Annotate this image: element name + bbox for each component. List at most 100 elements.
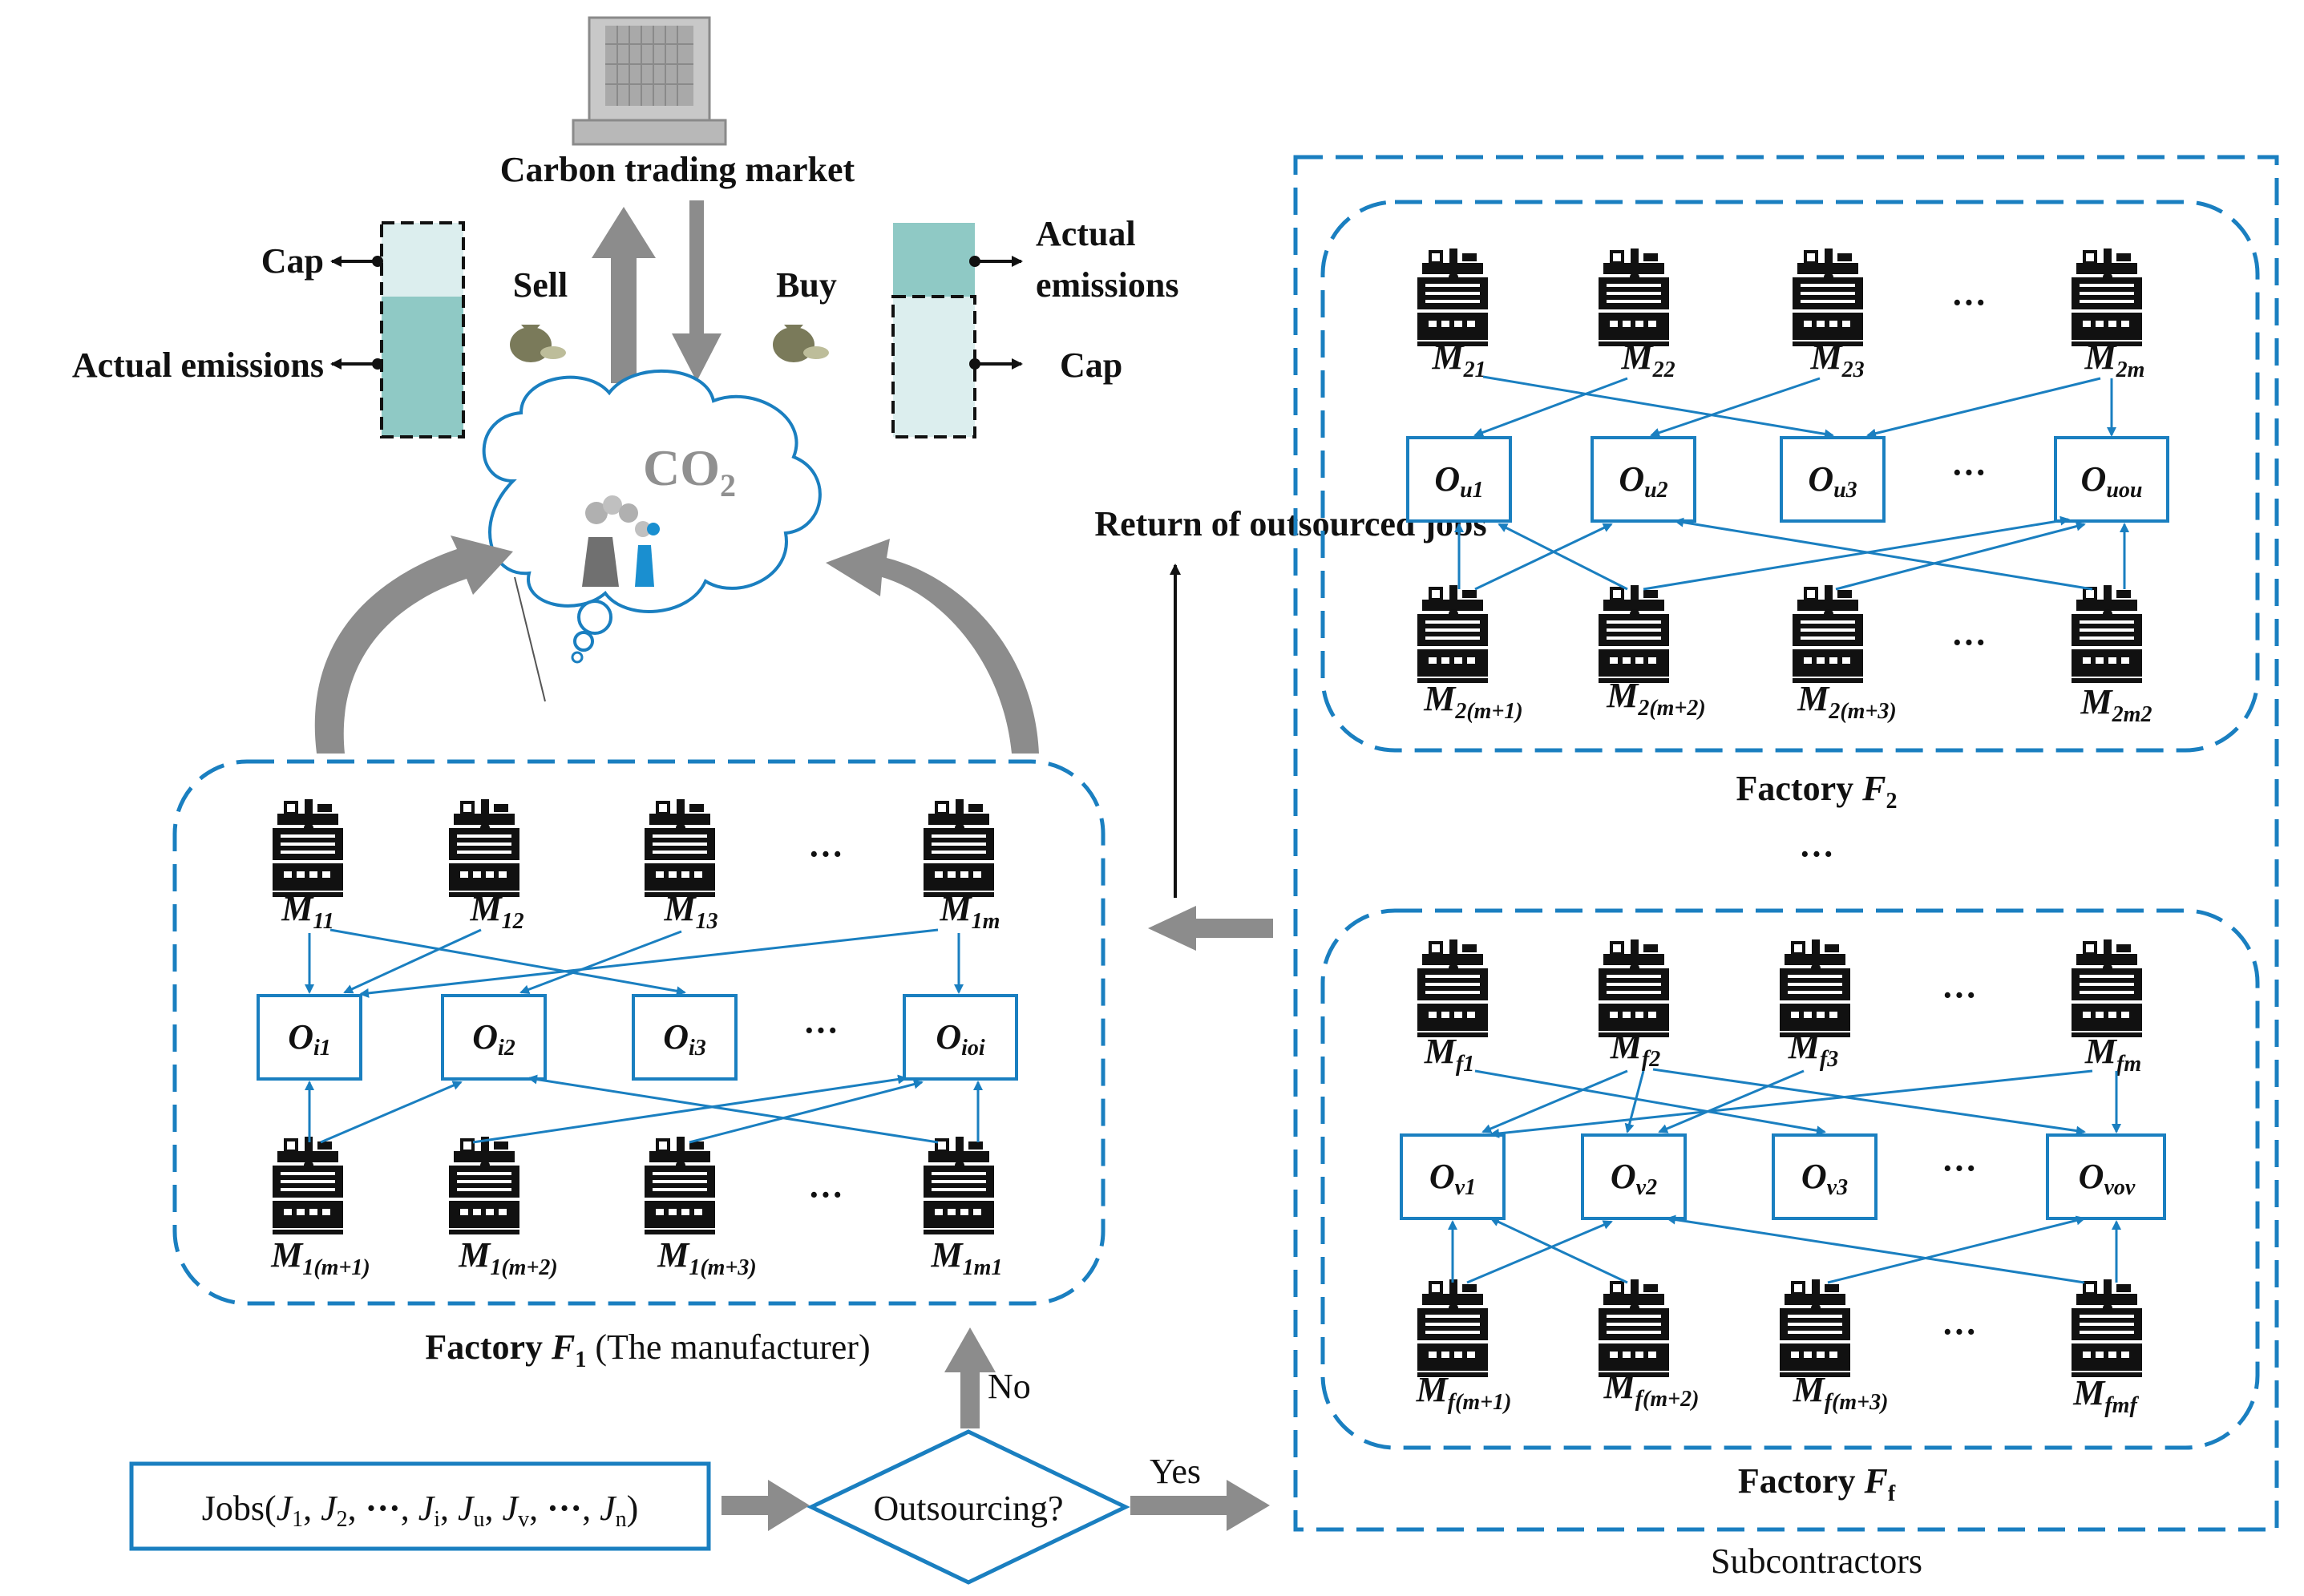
machine-label: M2(m+3) <box>1797 679 1897 724</box>
operation-label: Oioi <box>936 1017 985 1061</box>
machine-label: Mf1 <box>1424 1032 1474 1077</box>
ellipsis: ··· <box>1942 1149 1977 1188</box>
machine-tool-icon <box>643 1135 717 1236</box>
cloud-icon <box>482 369 822 664</box>
ellipsis: ··· <box>1942 976 1977 1015</box>
machine-label: Mf3 <box>1788 1027 1838 1072</box>
machine-tool-icon <box>2070 584 2144 685</box>
operation-box <box>632 994 738 1081</box>
routing-links <box>1454 375 2129 591</box>
operation-label: Oi2 <box>472 1017 515 1061</box>
operation-box <box>1581 1133 1687 1220</box>
factory-f2: M21 M22 M23 M2m ··· Ou1 Ou2 Ou3 Ouou ···… <box>1320 200 2260 753</box>
machine-tool-icon <box>1597 247 1671 348</box>
machine-label: M1(m+3) <box>657 1235 757 1280</box>
ellipsis: ··· <box>1942 1312 1977 1352</box>
machine-label: M1(m+2) <box>458 1235 558 1280</box>
pointer-line <box>514 576 546 702</box>
market-title: Carbon trading market <box>500 150 855 189</box>
machine-tool-icon <box>271 798 345 899</box>
operation-label: Oi3 <box>663 1017 706 1061</box>
operation-box <box>1400 1133 1506 1220</box>
jobs-box <box>129 1461 711 1551</box>
machine-tool-icon <box>447 1135 521 1236</box>
machine-tool-icon <box>1597 938 1671 1039</box>
yes-arrow <box>1130 1480 1270 1531</box>
machine-label: Mf(m+1) <box>1416 1370 1512 1415</box>
routing-links <box>1448 1068 2121 1284</box>
building-icon <box>572 16 727 146</box>
operation-box <box>1406 436 1512 523</box>
return-flow-arrow <box>1148 906 1273 951</box>
operation-label: Ovov <box>2079 1157 2136 1200</box>
machine-label: M2(m+1) <box>1423 679 1523 724</box>
machine-label: M1(m+1) <box>270 1235 370 1280</box>
operation-label: Ou2 <box>1619 459 1667 503</box>
machine-label: M2m <box>2084 337 2145 382</box>
ellipsis: ··· <box>1951 453 1987 492</box>
left-actual-label: Actual emissions <box>72 345 324 385</box>
machine-tool-icon <box>643 798 717 899</box>
subcontractors-container <box>1293 155 2279 1532</box>
operation-label: Ov2 <box>1611 1157 1657 1200</box>
machine-tool-icon <box>1791 584 1865 685</box>
factoryf-caption: Factory Ff <box>1738 1461 1896 1506</box>
routing-links <box>305 928 983 1144</box>
factory-f1: M11 M12 M13 M1m ··· Oi1 Oi2 Oi3 Oioi ···… <box>172 759 1106 1306</box>
machine-tool-icon <box>2070 938 2144 1039</box>
right-emission-bar <box>891 223 1023 438</box>
operation-box <box>257 994 362 1081</box>
decision-diamond <box>806 1429 1130 1585</box>
machine-tool-icon <box>1597 1278 1671 1379</box>
machine-label: Mf2 <box>1610 1027 1660 1072</box>
left-emission-bar <box>330 221 465 438</box>
jobs-to-decision-arrow <box>722 1480 810 1531</box>
operation-label: Ov3 <box>1801 1157 1848 1200</box>
operation-label: Oi1 <box>288 1017 331 1061</box>
ellipsis: ··· <box>803 1011 839 1050</box>
yes-label: Yes <box>1150 1452 1201 1491</box>
operation-box <box>1772 1133 1878 1220</box>
machine-tool-icon <box>1416 938 1490 1039</box>
ellipsis: ··· <box>1951 623 1987 662</box>
machine-tool-icon <box>1778 938 1852 1039</box>
machine-tool-icon <box>2070 247 2144 348</box>
ellipsis: ··· <box>808 834 843 874</box>
right-actual-label-2: emissions <box>1036 265 1178 305</box>
co2-label: CO2 <box>643 439 736 503</box>
factory-ff: Mf1 Mf2 Mf3 Mfm ··· Ov1 Ov2 Ov3 Ovov ···… <box>1320 908 2260 1450</box>
operation-box <box>441 994 547 1081</box>
machine-label: Mfmf <box>2072 1373 2139 1418</box>
money-bag-icon <box>510 325 566 362</box>
factory2-caption: Factory F2 <box>1736 769 1898 814</box>
machine-label: M13 <box>663 889 717 934</box>
operation-label: Ouou <box>2081 459 2143 503</box>
machine-tool-icon <box>2070 1278 2144 1379</box>
operation-box <box>903 994 1018 1081</box>
no-label: No <box>988 1367 1031 1406</box>
subcontractors-label: Subcontractors <box>1711 1541 1922 1581</box>
ellipsis: ··· <box>1951 283 1987 322</box>
buy-arrow <box>672 200 722 382</box>
decision-label: Outsourcing? <box>873 1489 1063 1528</box>
factory1-caption: Factory F1 (The manufacturer) <box>425 1327 870 1372</box>
machine-label: M21 <box>1431 337 1485 382</box>
machine-label: M22 <box>1620 337 1675 382</box>
operation-label: Ou3 <box>1808 459 1857 503</box>
buy-label: Buy <box>776 265 837 305</box>
ellipsis: ··· <box>808 1175 843 1214</box>
no-arrow <box>944 1327 996 1428</box>
machine-tool-icon <box>271 1135 345 1236</box>
machine-tool-icon <box>447 798 521 899</box>
right-cap-label: Cap <box>1060 345 1122 385</box>
sell-label: Sell <box>513 265 568 305</box>
machine-label: Mf(m+3) <box>1793 1370 1889 1415</box>
machine-label: M1m <box>940 889 1000 934</box>
factory-ellipsis: ··· <box>1799 834 1834 874</box>
operation-box <box>2046 1133 2166 1220</box>
emission-arrow-left <box>314 535 513 754</box>
operation-box <box>1591 436 1696 523</box>
machine-tool-icon <box>1416 247 1490 348</box>
machine-label: Mf(m+2) <box>1603 1367 1700 1412</box>
